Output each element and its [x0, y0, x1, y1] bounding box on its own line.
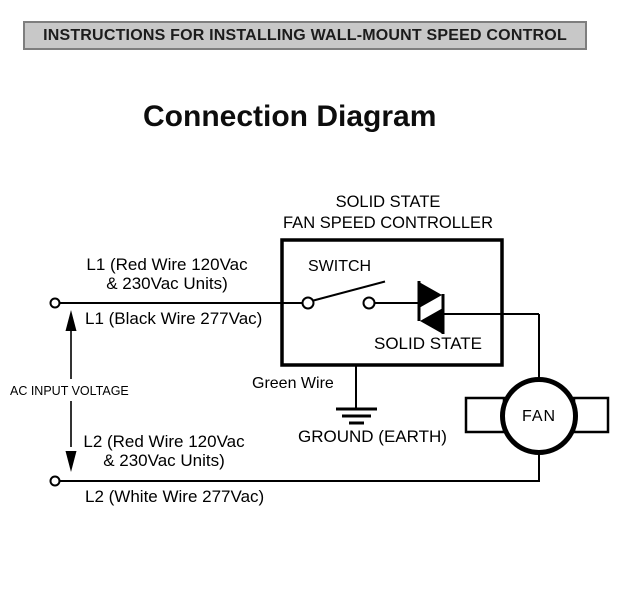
l1-wire-label-line2: & 230Vac Units)	[106, 274, 228, 293]
ac-input-voltage-label: AC INPUT VOLTAGE	[10, 384, 129, 398]
controller-caption-line1: SOLID STATE	[335, 193, 441, 211]
controller-box	[280, 238, 504, 367]
fan-icon	[464, 377, 610, 455]
fan-label: FAN	[521, 408, 557, 425]
l2-wire-label: L2 (Red Wire 120Vac & 230Vac Units)	[53, 432, 275, 470]
l1-alt-wire-label: L1 (Black Wire 277Vac)	[85, 309, 263, 328]
ground-icon	[336, 407, 377, 425]
ac-voltage-arrow-icon	[65, 310, 77, 472]
controller-caption-line2: FAN SPEED CONTROLLER	[283, 214, 493, 232]
header-title-bar: INSTRUCTIONS FOR INSTALLING WALL-MOUNT S…	[23, 21, 587, 50]
header-title: INSTRUCTIONS FOR INSTALLING WALL-MOUNT S…	[43, 26, 567, 44]
l1-wire-label: L1 (Red Wire 120Vac & 230Vac Units)	[56, 255, 278, 293]
triac-icon	[417, 281, 445, 334]
l1-terminal-icon	[49, 297, 61, 309]
switch-label: SWITCH	[308, 258, 372, 275]
page-title: Connection Diagram	[143, 100, 437, 133]
triac-label: SOLID STATE	[374, 334, 483, 353]
controller-caption: SOLID STATE FAN SPEED CONTROLLER	[272, 192, 504, 234]
switch-icon	[301, 280, 386, 310]
l2-wire-label-line1: L2 (Red Wire 120Vac	[83, 432, 245, 451]
l2-terminal-icon	[49, 475, 61, 487]
ground-earth-label: GROUND (EARTH)	[298, 427, 447, 446]
green-wire-label: Green Wire	[252, 375, 334, 392]
l1-wire-label-line1: L1 (Red Wire 120Vac	[86, 255, 248, 274]
l2-wire-label-line2: & 230Vac Units)	[103, 451, 225, 470]
l2-alt-wire-label: L2 (White Wire 277Vac)	[85, 487, 265, 506]
